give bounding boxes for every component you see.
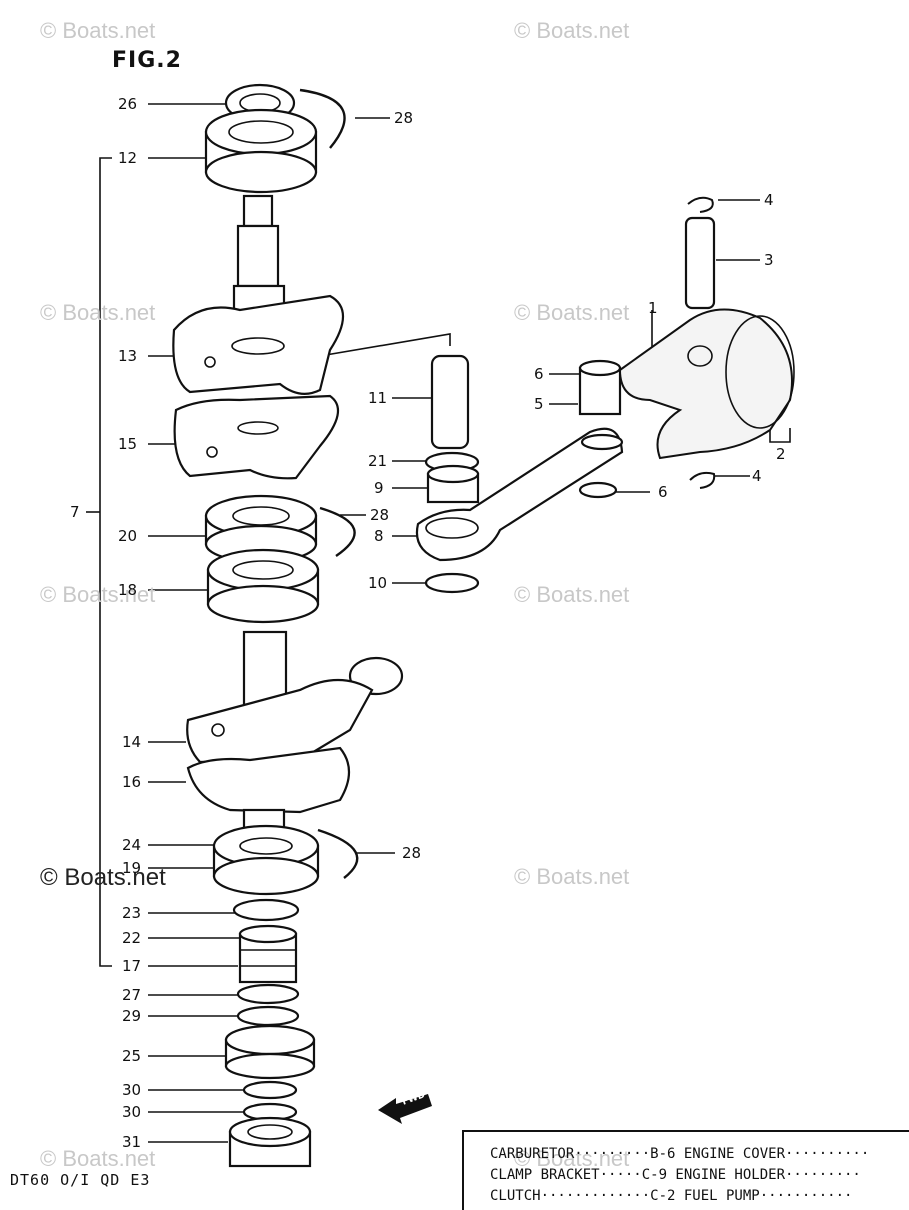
cross-reference-box: CARBURETOR·········B-6 ENGINE COVER·····… <box>462 1130 909 1210</box>
bearing-18 <box>206 548 320 624</box>
bearing-9 <box>426 464 480 504</box>
callout-30[interactable]: 30 <box>122 1081 142 1099</box>
callout-15[interactable]: 15 <box>118 435 138 453</box>
watermark: © Boats.net <box>514 18 630 43</box>
callout-4[interactable]: 4 <box>752 467 762 485</box>
oil-seal-25 <box>224 1024 316 1080</box>
callout-8[interactable]: 8 <box>374 527 384 545</box>
connecting-rod-8 <box>415 427 624 562</box>
callout-30[interactable]: 30 <box>122 1103 142 1121</box>
watermark: © Boats.net <box>514 582 630 607</box>
watermark: © Boats.net <box>514 864 630 889</box>
figure-title: FIG.2 <box>112 48 182 73</box>
watermark: © Boats.net <box>40 582 156 607</box>
callout-28[interactable]: 28 <box>370 506 390 524</box>
crankshaft-upper <box>172 194 344 480</box>
watermark: © Boats.net <box>40 18 156 43</box>
callout-22[interactable]: 22 <box>122 929 142 947</box>
callout-14[interactable]: 14 <box>122 733 142 751</box>
callout-17[interactable]: 17 <box>122 957 142 975</box>
washer-6-top <box>580 433 624 451</box>
circlip-28-middle <box>319 506 356 557</box>
cross-reference-row[interactable]: CLAMP BRACKET·····C-9 ENGINE HOLDER·····… <box>490 1167 861 1183</box>
callout-26[interactable]: 26 <box>118 95 138 113</box>
callout-19[interactable]: 19 <box>122 859 142 877</box>
bearing-19 <box>212 824 320 896</box>
washer-10 <box>424 572 480 594</box>
callout-18[interactable]: 18 <box>118 581 138 599</box>
fwd-arrow-icon <box>378 1094 432 1124</box>
callout-21[interactable]: 21 <box>368 452 388 470</box>
pin-11 <box>430 354 470 450</box>
circlip-28-lower <box>317 828 359 879</box>
callout-6[interactable]: 6 <box>534 365 544 383</box>
callout-10[interactable]: 10 <box>368 574 388 592</box>
bearing-5 <box>578 359 622 416</box>
circlip-4-bottom <box>689 471 716 489</box>
gear-17 <box>238 924 298 984</box>
ring-27 <box>236 983 300 1005</box>
nut-31 <box>228 1116 312 1168</box>
piston-pin-3 <box>684 216 716 310</box>
callout-13[interactable]: 13 <box>118 347 138 365</box>
circlip-4-top <box>687 196 714 213</box>
cross-reference-row[interactable]: CLUTCH·············C-2 FUEL PUMP········… <box>490 1188 853 1204</box>
watermark: © Boats.net <box>514 300 630 325</box>
callout-1[interactable]: 1 <box>648 299 658 317</box>
callout-20[interactable]: 20 <box>118 527 138 545</box>
leader-lines <box>86 103 791 1143</box>
callout-9[interactable]: 9 <box>374 479 384 497</box>
piston-1 <box>618 308 795 460</box>
callout-11[interactable]: 11 <box>368 389 388 407</box>
callout-31[interactable]: 31 <box>122 1133 142 1151</box>
ring-29 <box>236 1005 300 1027</box>
callout-2[interactable]: 2 <box>776 445 786 463</box>
ring-23 <box>232 898 300 922</box>
callout-6[interactable]: 6 <box>658 483 668 501</box>
watermark: © Boats.net <box>514 1146 630 1171</box>
callout-3[interactable]: 3 <box>764 251 774 269</box>
circlip-28-top <box>299 88 346 149</box>
crankshaft-lower <box>186 630 404 834</box>
callout-28[interactable]: 28 <box>402 844 422 862</box>
callout-16[interactable]: 16 <box>122 773 142 791</box>
watermark: © Boats.net <box>40 300 156 325</box>
watermark: © Boats.net <box>40 864 166 891</box>
callout-7[interactable]: 7 <box>70 503 80 521</box>
callout-25[interactable]: 25 <box>122 1047 142 1065</box>
callout-28[interactable]: 28 <box>394 109 414 127</box>
ring-30-a <box>242 1080 298 1100</box>
cross-reference-row[interactable]: CARBURETOR·········B-6 ENGINE COVER·····… <box>490 1146 870 1162</box>
callout-24[interactable]: 24 <box>122 836 142 854</box>
watermark: © Boats.net <box>40 1146 156 1171</box>
model-code: DT60 O/I QD E3 <box>10 1171 151 1189</box>
callout-29[interactable]: 29 <box>122 1007 142 1025</box>
bearing-12 <box>204 108 318 194</box>
callout-5[interactable]: 5 <box>534 395 544 413</box>
callout-12[interactable]: 12 <box>118 149 138 167</box>
callout-23[interactable]: 23 <box>122 904 142 922</box>
callout-4[interactable]: 4 <box>764 191 774 209</box>
washer-6-bottom <box>578 481 618 499</box>
callout-27[interactable]: 27 <box>122 986 142 1004</box>
